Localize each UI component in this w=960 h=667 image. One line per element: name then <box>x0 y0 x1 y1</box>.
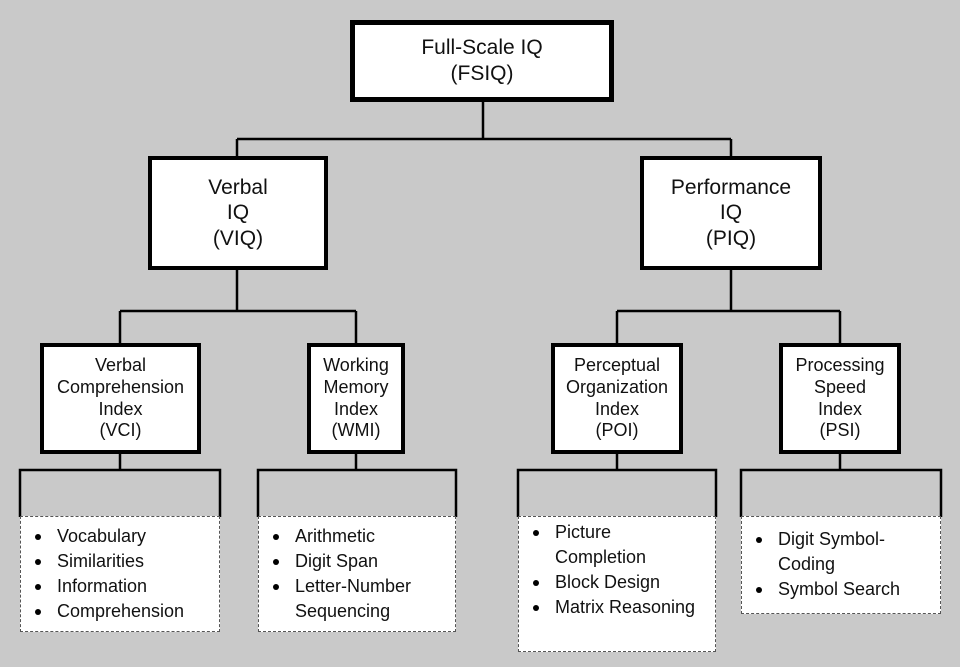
poi-subtests: Picture Completion Block Design Matrix R… <box>518 516 716 652</box>
list-item: Arithmetic <box>259 524 449 549</box>
vci-line1: Verbal <box>94 354 147 375</box>
list-item: Vocabulary <box>21 524 219 549</box>
list-item: Matrix Reasoning <box>519 595 707 620</box>
psi-abbrev: (PSI) <box>819 420 861 441</box>
wmi-subtests: Arithmetic Digit Span Letter-Number Sequ… <box>258 516 456 632</box>
psi-line3: Index <box>817 398 863 419</box>
piq-abbrev: (PIQ) <box>705 226 757 250</box>
vci-subtests: Vocabulary Similarities Information Comp… <box>20 516 220 632</box>
psi-subtests: Digit Symbol-Coding Symbol Search <box>741 516 941 614</box>
list-item: Digit Span <box>259 549 449 574</box>
vci-box: Verbal Comprehension Index (VCI) <box>40 343 201 454</box>
viq-abbrev: (VIQ) <box>212 226 264 250</box>
vci-abbrev: (VCI) <box>99 420 142 441</box>
fsiq-box: Full-Scale IQ (FSIQ) <box>350 20 614 102</box>
list-item: Block Design <box>519 570 707 595</box>
wmi-abbrev: (WMI) <box>331 420 381 441</box>
piq-line2: IQ <box>719 201 743 225</box>
psi-box: Processing Speed Index (PSI) <box>779 343 901 454</box>
poi-line3: Index <box>594 398 640 419</box>
viq-line1: Verbal <box>208 175 268 199</box>
poi-abbrev: (POI) <box>595 420 639 441</box>
wmi-line2: Memory <box>323 376 389 397</box>
poi-line2: Organization <box>565 376 669 397</box>
list-item: Digit Symbol-Coding <box>742 527 930 577</box>
viq-line2: IQ <box>226 201 250 225</box>
list-item: Similarities <box>21 549 219 574</box>
poi-line1: Perceptual <box>573 354 661 375</box>
viq-box: Verbal IQ (VIQ) <box>148 156 328 270</box>
poi-box: Perceptual Organization Index (POI) <box>551 343 683 454</box>
vci-line2: Comprehension <box>56 376 185 397</box>
psi-line2: Speed <box>813 376 867 397</box>
piq-box: Performance IQ (PIQ) <box>640 156 822 270</box>
wmi-line3: Index <box>333 398 379 419</box>
psi-line1: Processing <box>795 354 885 375</box>
list-item: Information <box>21 574 219 599</box>
fsiq-abbrev: (FSIQ) <box>450 62 514 85</box>
piq-line1: Performance <box>670 175 792 199</box>
list-item: Picture Completion <box>519 520 707 570</box>
wmi-box: Working Memory Index (WMI) <box>307 343 405 454</box>
list-item: Letter-Number Sequencing <box>259 574 449 624</box>
wmi-line1: Working <box>323 354 389 375</box>
vci-line3: Index <box>98 398 143 419</box>
list-item: Symbol Search <box>742 577 930 602</box>
fsiq-title: Full-Scale IQ <box>421 36 543 60</box>
list-item: Comprehension <box>21 599 219 624</box>
